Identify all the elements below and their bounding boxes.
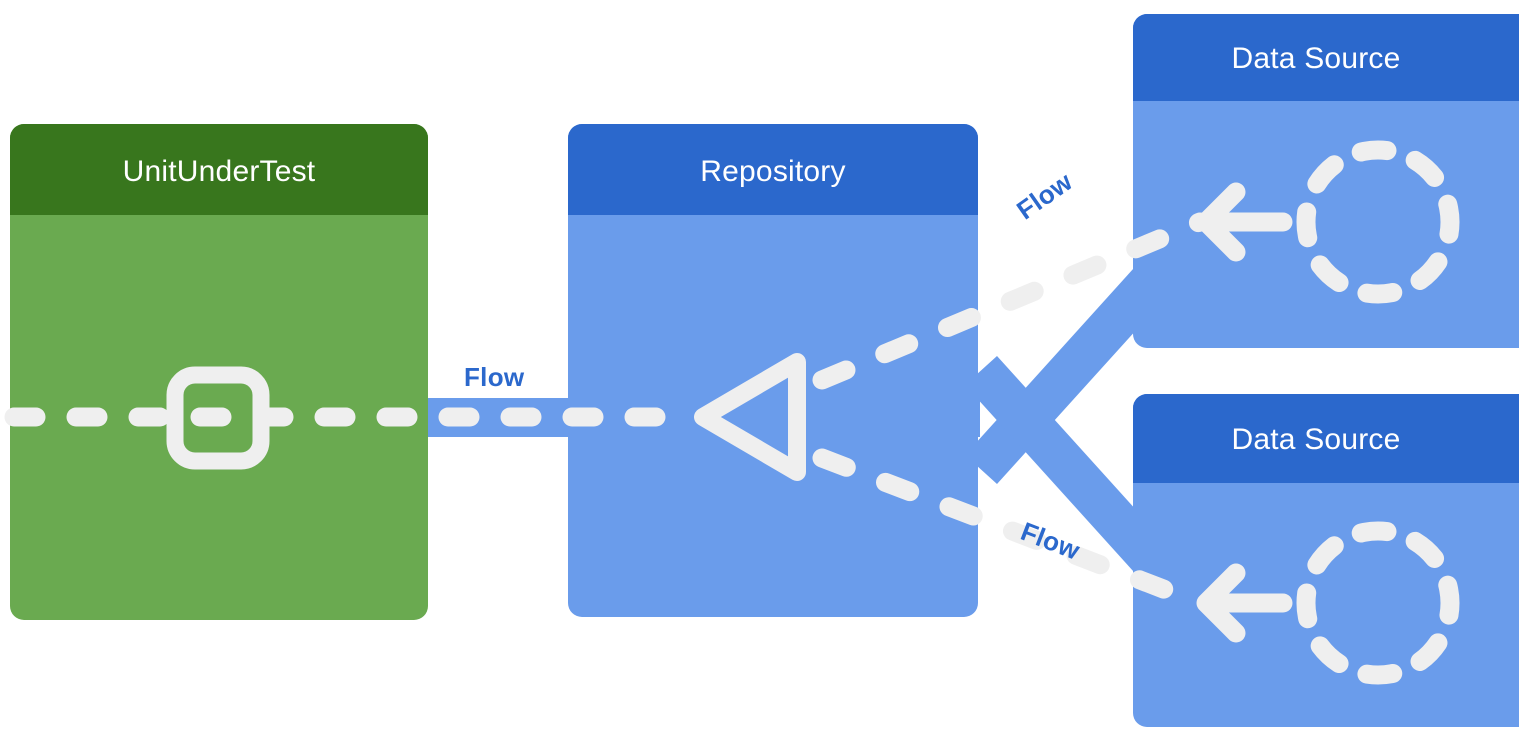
data-source-top-title: Data Source — [1231, 42, 1401, 75]
dashed-circle-arrow-icon-top — [1196, 140, 1460, 304]
merge-triangle-icon — [694, 353, 806, 481]
data-source-bottom-title: Data Source — [1231, 423, 1401, 456]
unit-under-test-title: UnitUnderTest — [122, 155, 316, 188]
dash-line-repository-to-datasource-bottom — [812, 448, 1210, 613]
unit-under-test-header — [10, 124, 428, 215]
flow-dashed-lines — [4, 212, 1210, 613]
repository-header — [568, 124, 978, 215]
repository-title: Repository — [700, 155, 846, 188]
arrow-left-icon — [1196, 563, 1293, 643]
dashed-circle-icon — [1296, 521, 1460, 685]
data-source-top-header — [1133, 14, 1519, 101]
data-source-bottom-header — [1133, 394, 1519, 483]
dashed-circle-arrow-icon-bottom — [1196, 521, 1460, 685]
rounded-square-icon — [166, 366, 270, 470]
arrow-left-icon — [1196, 182, 1293, 262]
flow-label-unit-to-repository: Flow — [464, 362, 525, 392]
dash-line-repository-to-datasource-top — [812, 212, 1210, 390]
dashed-circle-icon — [1296, 140, 1460, 304]
